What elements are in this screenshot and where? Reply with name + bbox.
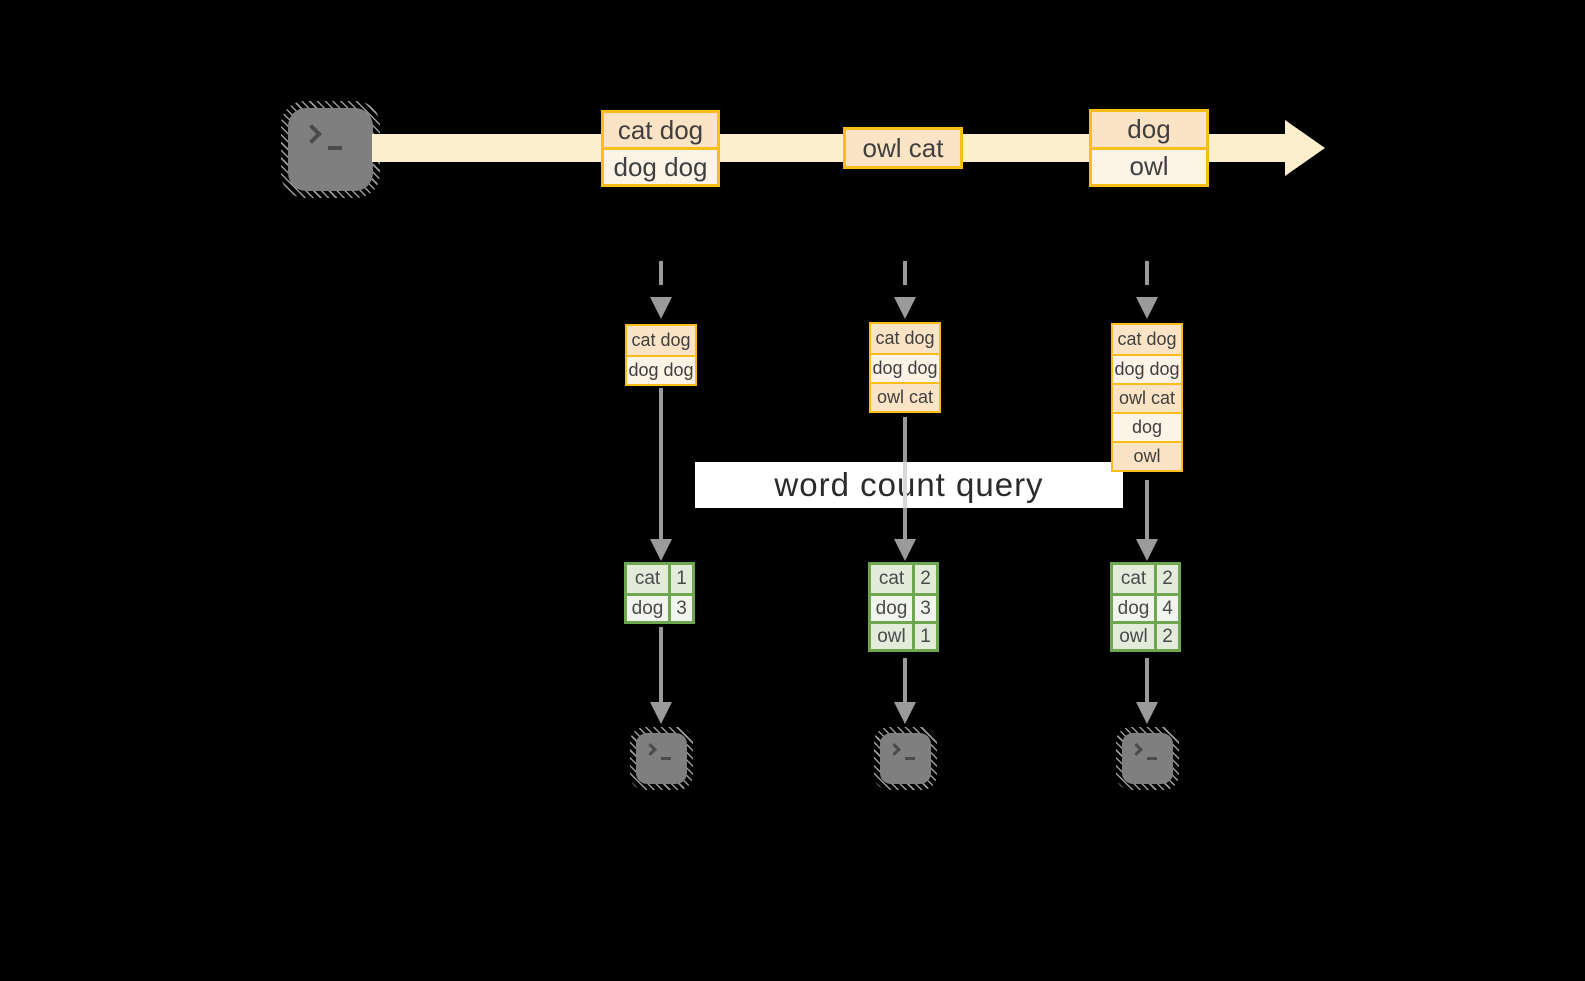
prompt-underscore-icon <box>905 757 915 760</box>
flow-arrowhead-icon <box>1136 539 1158 561</box>
prompt-chevron-icon <box>302 124 322 144</box>
batch-input-stack: cat dog dog dog owl cat dog owl <box>1111 323 1183 472</box>
table-row: cat 2 <box>871 565 936 593</box>
prompt-underscore-icon <box>328 146 342 150</box>
ingest-arrowhead-icon <box>650 297 672 319</box>
ingest-arrowhead-icon <box>894 297 916 319</box>
terminal-screen <box>880 733 931 784</box>
prompt-chevron-icon <box>888 743 901 756</box>
batch-line: cat dog <box>627 326 695 355</box>
batch-line: dog dog <box>627 355 695 384</box>
word-count-table: cat 2 dog 4 owl 2 <box>1110 562 1181 652</box>
word-cell: owl <box>871 624 915 649</box>
batch-line: cat dog <box>1113 325 1181 354</box>
table-row: dog 3 <box>871 593 936 621</box>
word-cell: dog <box>871 596 915 621</box>
batch-line: cat dog <box>871 324 939 353</box>
flow-line <box>1145 480 1149 541</box>
source-terminal-icon <box>281 101 380 198</box>
batch-line: owl cat <box>871 382 939 411</box>
table-row: owl 1 <box>871 621 936 649</box>
word-cell: dog <box>627 596 671 621</box>
count-cell: 2 <box>1157 624 1178 649</box>
batch-line: dog dog <box>1113 354 1181 383</box>
flow-arrowhead-icon <box>650 539 672 561</box>
ingest-arrowhead-icon <box>1136 297 1158 319</box>
count-cell: 3 <box>915 596 936 621</box>
table-row: cat 2 <box>1113 565 1178 593</box>
table-row: cat 1 <box>627 565 692 593</box>
ingest-arrow-line <box>903 261 907 298</box>
terminal-screen <box>1122 733 1173 784</box>
flow-line <box>1145 658 1149 704</box>
word-cell: owl <box>1113 624 1157 649</box>
table-row: dog 3 <box>627 593 692 621</box>
word-count-table: cat 2 dog 3 owl 1 <box>868 562 939 652</box>
stream-event-box: dog owl <box>1089 109 1209 187</box>
prompt-underscore-icon <box>661 757 671 760</box>
word-cell: cat <box>871 565 915 593</box>
batch-line: owl <box>1113 441 1181 470</box>
batch-input-stack: cat dog dog dog <box>625 324 697 386</box>
stream-event-line: owl <box>1092 146 1206 184</box>
output-terminal-icon <box>874 727 937 790</box>
flow-arrowhead-icon <box>650 702 672 724</box>
prompt-chevron-icon <box>644 743 657 756</box>
word-cell: dog <box>1113 596 1157 621</box>
count-cell: 2 <box>1157 565 1178 593</box>
ingest-arrow-line <box>1145 261 1149 298</box>
count-cell: 4 <box>1157 596 1178 621</box>
output-terminal-icon <box>630 727 693 790</box>
count-cell: 1 <box>671 565 692 593</box>
word-cell: cat <box>1113 565 1157 593</box>
flow-line-over-banner <box>903 462 907 508</box>
query-banner-label: word count query <box>774 466 1044 503</box>
stream-event-box: owl cat <box>843 127 963 169</box>
terminal-screen <box>288 108 373 191</box>
terminal-screen <box>636 733 687 784</box>
flow-arrowhead-icon <box>894 539 916 561</box>
count-cell: 2 <box>915 565 936 593</box>
prompt-chevron-icon <box>1130 743 1143 756</box>
batch-input-stack: cat dog dog dog owl cat <box>869 322 941 413</box>
flow-line <box>903 658 907 704</box>
flow-arrowhead-icon <box>1136 702 1158 724</box>
prompt-underscore-icon <box>1147 757 1157 760</box>
count-cell: 1 <box>915 624 936 649</box>
word-cell: cat <box>627 565 671 593</box>
table-row: owl 2 <box>1113 621 1178 649</box>
stream-event-line: cat dog <box>604 113 717 147</box>
batch-line: dog dog <box>871 353 939 382</box>
count-cell: 3 <box>671 596 692 621</box>
flow-line <box>659 388 663 541</box>
batch-line: dog <box>1113 412 1181 441</box>
query-banner: word count query <box>695 462 1123 508</box>
flow-line <box>659 627 663 704</box>
output-terminal-icon <box>1116 727 1179 790</box>
ingest-arrow-line <box>659 261 663 298</box>
batch-line: owl cat <box>1113 383 1181 412</box>
flow-arrowhead-icon <box>894 702 916 724</box>
word-count-table: cat 1 dog 3 <box>624 562 695 624</box>
stream-arrowhead-icon <box>1285 120 1325 176</box>
stream-event-line: dog <box>1092 112 1206 147</box>
stream-event-line: owl cat <box>846 130 960 166</box>
stream-event-box: cat dog dog dog <box>601 110 720 187</box>
stream-event-line: dog dog <box>604 147 717 184</box>
table-row: dog 4 <box>1113 593 1178 621</box>
